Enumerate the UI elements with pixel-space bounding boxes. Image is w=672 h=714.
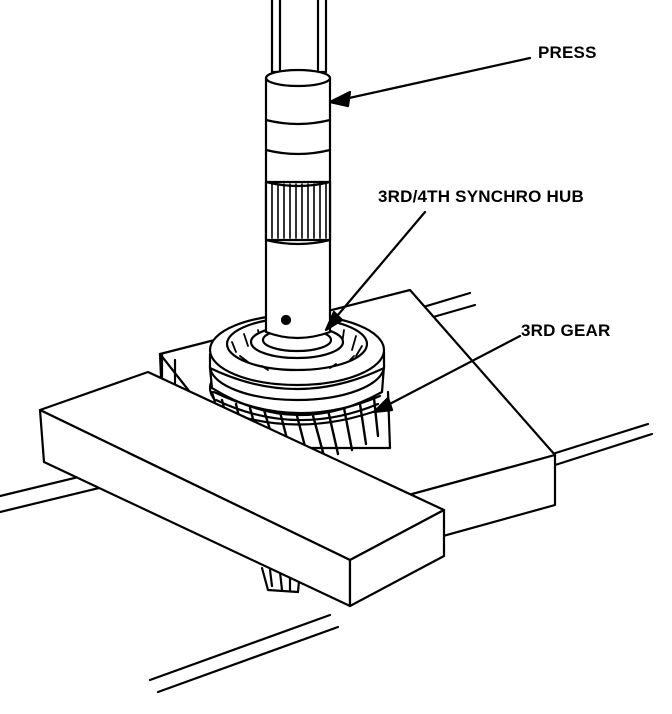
front-support-block	[38, 370, 446, 608]
press-arrowhead	[328, 90, 352, 108]
label-press: PRESS	[538, 43, 597, 62]
label-third-gear: 3RD GEAR	[521, 321, 611, 340]
gear-arrowhead	[372, 396, 394, 414]
label-synchro-hub: 3RD/4TH SYNCHRO HUB	[378, 187, 584, 206]
hub-arrowhead	[324, 310, 344, 332]
press-shaft	[264, 0, 332, 340]
synchro-hub-assembly	[208, 313, 386, 422]
leader-arrows	[324, 56, 532, 414]
